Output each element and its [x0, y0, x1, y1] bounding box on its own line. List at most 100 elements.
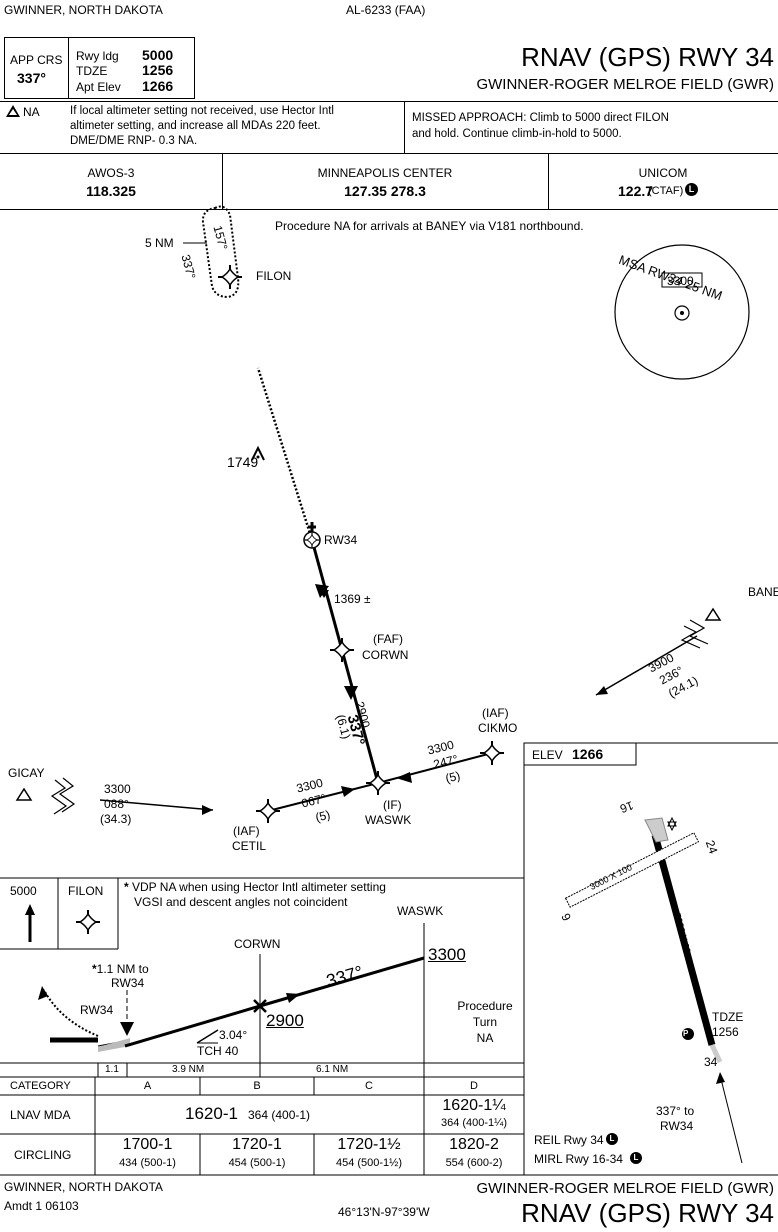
faf-label: (FAF) — [373, 632, 403, 646]
comm-center-name: MINNEAPOLIS CENTER — [317, 166, 453, 180]
if-label: (IF) — [383, 798, 402, 812]
profile-filon: FILON — [68, 884, 104, 898]
comm-center-freq: 127.35 278.3 — [344, 183, 426, 199]
lnav-d-main: 1620-1¼ — [442, 1097, 506, 1114]
lnav-label: LNAV MDA — [10, 1108, 71, 1122]
comm-unicom-freq: 122.7 — [618, 183, 654, 199]
minima-header-c: C — [365, 1080, 373, 1092]
profile-vdp-dist-2: RW34 — [111, 976, 145, 990]
apt-elev-label: Apt Elev — [76, 80, 121, 94]
profile-vdp-dist: *1.1 NM to — [92, 962, 149, 976]
filon-label: FILON — [256, 269, 292, 283]
footer-title: RNAV (GPS) RWY 34 — [521, 1198, 774, 1228]
mirl-note: MIRL Rwy 16-34 — [534, 1152, 623, 1166]
lnav-abc-sub: 364 (400-1) — [248, 1108, 311, 1122]
tdze-value: 1256 — [142, 62, 174, 78]
pt-line-3: NA — [476, 1031, 494, 1045]
circ-c-sub: 454 (500-1½) — [335, 1157, 403, 1169]
missed-approach-2: and hold. Continue climb-in-hold to 5000… — [412, 128, 622, 140]
airport-name: GWINNER-ROGER MELROE FIELD (GWR) — [476, 76, 774, 93]
missed-approach-1: MISSED APPROACH: Climb to 5000 direct FI… — [412, 112, 669, 124]
corwn-label: CORWN — [362, 648, 409, 662]
circ-a-sub: 434 (500-1) — [119, 1157, 176, 1169]
profile-rw34: RW34 — [80, 1003, 114, 1017]
footer-airport: GWINNER-ROGER MELROE FIELD (GWR) — [476, 1180, 774, 1197]
na-label: NA — [23, 105, 40, 119]
plan-note: Procedure NA for arrivals at BANEY via V… — [275, 219, 584, 233]
circling-label: CIRCLING — [14, 1148, 72, 1162]
header-location: GWINNER, NORTH DAKOTA — [4, 3, 163, 17]
baney-label: BANEY — [748, 585, 778, 599]
circ-c-main: 1720-1½ — [337, 1136, 401, 1153]
profile-hold-altitude: 5000 — [10, 884, 37, 898]
reil-note: REIL Rwy 34 — [534, 1133, 604, 1147]
minima-header-d: D — [470, 1080, 478, 1092]
chart-id: AL-6233 (FAA) — [346, 3, 426, 17]
pcl-p-icon: P — [683, 1029, 689, 1038]
ctaf-l-icon: L — [685, 183, 698, 196]
comm-awos-name: AWOS-3 — [87, 166, 135, 180]
profile-gs-angle: 3.04° — [219, 1028, 248, 1042]
dist-3: 6.1 NM — [316, 1064, 349, 1075]
app-crs-value: 337° — [17, 70, 46, 86]
app-crs-label: APP CRS — [10, 53, 63, 67]
footer-coords: 46°13'N-97°39'W — [338, 1205, 430, 1219]
rwy-ldg-label: Rwy ldg — [76, 49, 119, 63]
note-line-2: altimeter setting, and increase all MDAs… — [70, 120, 321, 132]
chart-title: RNAV (GPS) RWY 34 — [521, 42, 774, 72]
profile-alt-corwn: 2900 — [266, 1011, 304, 1030]
minima-header-b: B — [253, 1080, 261, 1092]
waswk-label: WASWK — [365, 813, 412, 827]
comm-unicom-ctaf: (CTAF) — [648, 185, 684, 197]
profile-alt-waswk: 3300 — [428, 945, 466, 964]
rwy-ldg-value: 5000 — [142, 47, 174, 63]
circ-b-main: 1720-1 — [232, 1136, 282, 1153]
vgsi-note: VGSI and descent angles not coincident — [134, 895, 348, 909]
gicay-course: 088° — [104, 797, 129, 811]
na-warning-icon — [5, 104, 21, 123]
obstacle-1369: 1369 ± — [334, 592, 371, 606]
mirl-l-icon: L — [630, 1152, 642, 1164]
vdp-note-1: * VDP NA when using Hector Intl altimete… — [124, 880, 386, 894]
footer-location: GWINNER, NORTH DAKOTA — [4, 1180, 163, 1194]
obstacle-1749: 1749 — [227, 454, 259, 470]
hold-distance: 5 NM — [145, 236, 174, 250]
apt-elev-value: 1266 — [142, 78, 174, 94]
note-line-1: If local altimeter setting not received,… — [70, 105, 334, 117]
circ-d-main: 1820-2 — [449, 1136, 499, 1153]
cikmo-iaf-label: (IAF) — [482, 706, 509, 720]
dist-2: 3.9 NM — [172, 1064, 205, 1075]
gicay-altitude: 3300 — [104, 782, 131, 796]
gicay-label: GICAY — [8, 766, 45, 780]
circ-d-sub: 554 (600-2) — [445, 1157, 503, 1169]
footer-amdt: Amdt 1 06103 — [4, 1199, 79, 1213]
comm-unicom-name: UNICOM — [638, 166, 688, 180]
dist-1: 1.1 — [105, 1064, 119, 1075]
cetil-label: CETIL — [232, 839, 267, 853]
profile-tch: TCH 40 — [197, 1044, 239, 1058]
airport-tdze-label: TDZE — [712, 1010, 744, 1024]
rw34-label: RW34 — [324, 533, 358, 547]
profile-waswk: WASWK — [397, 904, 444, 918]
reil-l-icon: L — [606, 1133, 618, 1145]
crs-note-1: 337° to — [656, 1104, 695, 1118]
minima-header-category: CATEGORY — [10, 1080, 71, 1092]
lnav-d-sub: 364 (400-1¼) — [440, 1117, 508, 1129]
circ-a-main: 1700-1 — [122, 1136, 173, 1153]
airport-tdze-value: 1256 — [712, 1025, 739, 1039]
gicay-distance: (34.3) — [100, 812, 132, 826]
elev-label: ELEV — [532, 748, 563, 762]
rwy-34-label: 34 — [704, 1055, 718, 1069]
crs-note-2: RW34 — [660, 1119, 694, 1133]
profile-corwn: CORWN — [234, 937, 281, 951]
cetil-iaf-label: (IAF) — [233, 824, 260, 838]
msa-altitude: 3300 — [667, 274, 694, 288]
pt-line-2: Turn — [472, 1015, 498, 1029]
tdze-label: TDZE — [76, 64, 108, 78]
minima-header-a: A — [143, 1080, 152, 1092]
lnav-abc-main: 1620-1 — [185, 1104, 238, 1123]
comm-awos-freq: 118.325 — [86, 183, 136, 199]
briefing-box — [4, 37, 195, 99]
cikmo-label: CIKMO — [478, 721, 518, 735]
